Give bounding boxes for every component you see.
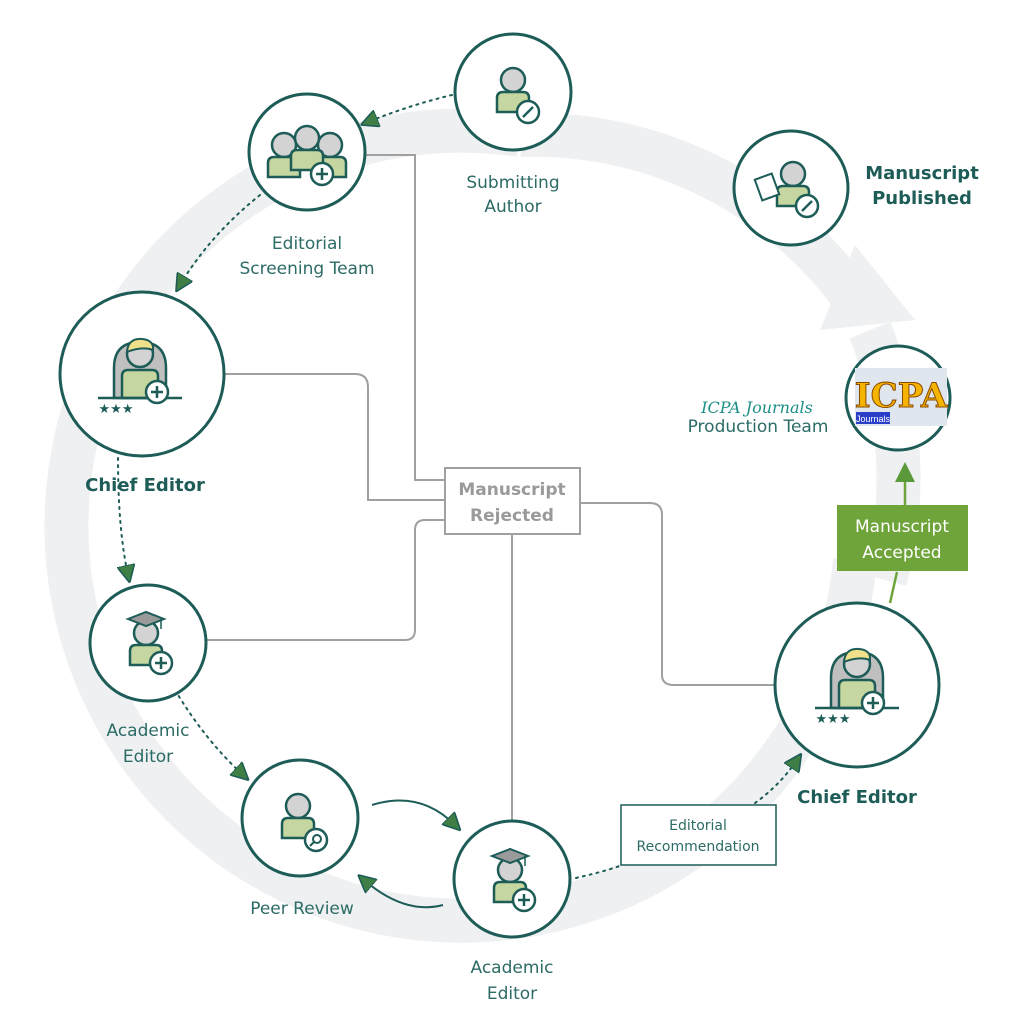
icpa-logo: ICPA Journals: [854, 368, 948, 426]
label: Rejected: [470, 506, 554, 526]
editorial-recommendation-box: Editorial Recommendation: [620, 804, 777, 866]
label: Manuscript: [458, 480, 565, 500]
label: Chief Editor: [797, 787, 917, 808]
node-peer-review: Peer Review: [240, 758, 360, 919]
node-chief-editor-left: Chief Editor: [58, 290, 226, 496]
label: Screening Team: [239, 259, 374, 279]
plus-icon: [148, 650, 174, 676]
manuscript-accepted-box: Manuscript Accepted: [837, 505, 968, 571]
pen-icon: [515, 99, 541, 125]
node-academic-editor-left: Academic Editor: [88, 583, 208, 767]
label: Manuscript: [865, 163, 979, 184]
team-icon: [266, 124, 348, 179]
label: Editorial: [669, 818, 727, 834]
node-chief-editor-right: Chief Editor: [773, 601, 941, 808]
plus-icon: [511, 887, 537, 913]
label: Editor: [123, 747, 173, 767]
label: Peer Review: [250, 899, 354, 919]
magnifier-icon: [303, 827, 329, 853]
label: Recommendation: [636, 839, 759, 855]
node-academic-editor-bottom: Academic Editor: [452, 819, 572, 1004]
logo-text: ICPA: [855, 376, 948, 416]
label: Academic: [471, 958, 554, 978]
label: Production Team: [688, 417, 829, 437]
plus-icon: [144, 379, 170, 405]
label: Accepted: [862, 543, 941, 563]
document-icon: [753, 172, 781, 202]
label: Editor: [487, 984, 537, 1004]
ring-arrowhead: [820, 245, 915, 330]
label: Editorial: [272, 234, 342, 254]
label: Author: [484, 197, 541, 217]
label: Academic: [107, 721, 190, 741]
label: Chief Editor: [85, 475, 205, 496]
node-editorial-screening-team: Editorial Screening Team: [239, 92, 375, 279]
node-manuscript-published: Manuscript Published: [732, 129, 979, 247]
rejection-connectors: [206, 154, 775, 820]
label: Manuscript: [855, 517, 949, 537]
plus-icon: [860, 690, 886, 716]
label: Published: [872, 188, 972, 209]
node-submitting-author: Submitting Author: [453, 32, 573, 217]
plus-icon: [309, 161, 335, 187]
logo-subtext: Journals: [856, 414, 891, 424]
manuscript-rejected-box: Manuscript Rejected: [444, 467, 581, 535]
label: Submitting: [466, 173, 559, 193]
brand-label: ICPA Journals: [700, 398, 813, 417]
pen-icon: [794, 193, 820, 219]
flow-arrows: [117, 94, 915, 909]
node-production-team: ICPA Journals ICPA Journals Production T…: [688, 344, 952, 452]
